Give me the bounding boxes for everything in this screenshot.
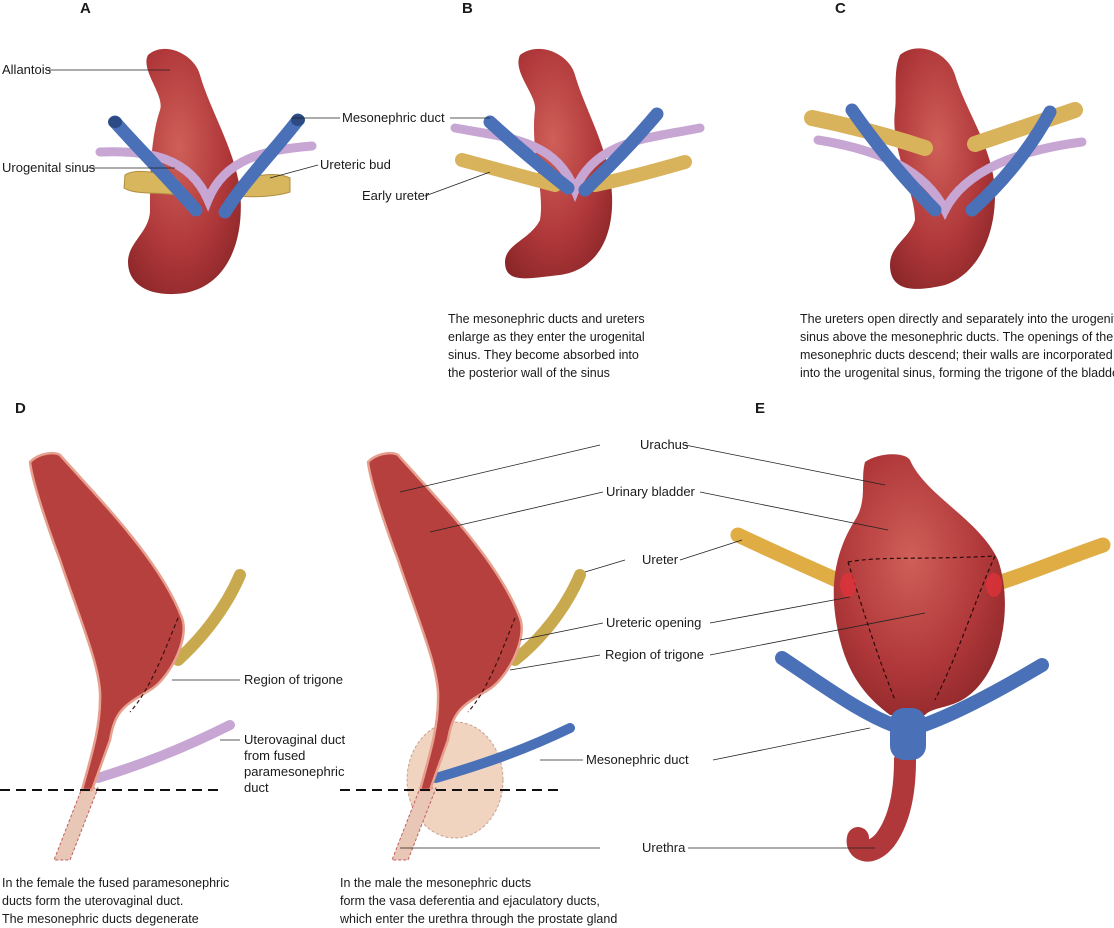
e-ureteric-opening-right xyxy=(986,573,1002,597)
leader-ureter xyxy=(584,539,743,573)
caption-d-male-line-2: form the vasa deferentia and ejaculatory… xyxy=(340,894,600,908)
caption-b-line-2: enlarge as they enter the urogenital xyxy=(448,330,645,344)
label-urethra: Urethra xyxy=(642,840,686,855)
caption-c-line-3: mesonephric ducts descend; their walls a… xyxy=(800,348,1113,362)
panel-b-mesonephric-left xyxy=(483,115,575,195)
caption-panel-d-male: In the male the mesonephric ducts form t… xyxy=(340,874,617,928)
panel-c-mesonephric-left xyxy=(845,103,942,217)
panel-letter-c: C xyxy=(835,0,846,17)
label-mesonephric-duct-top: Mesonephric duct xyxy=(342,110,445,125)
female-bladder xyxy=(28,452,185,792)
caption-d-female-line-1: In the female the fused paramesonephric xyxy=(2,876,230,890)
panel-letter-b: B xyxy=(462,0,473,17)
label-ureteric-opening: Ureteric opening xyxy=(606,615,702,630)
panel-b-drawing xyxy=(450,48,705,279)
uterovaginal-line-2: from fused xyxy=(244,748,306,763)
male-ureter xyxy=(509,569,586,666)
caption-panel-c: The ureters open directly and separately… xyxy=(800,310,1114,382)
panel-letter-d: D xyxy=(15,400,26,417)
label-uterovaginal-duct: Uterovaginal duct from fused paramesonep… xyxy=(244,732,345,796)
female-uterovaginal-duct xyxy=(93,720,235,783)
caption-d-male-line-1: In the male the mesonephric ducts xyxy=(340,876,532,890)
panel-c-drawing xyxy=(804,48,1087,289)
leader-urinary-bladder xyxy=(429,491,889,533)
caption-b-line-4: the posterior wall of the sinus xyxy=(448,366,610,380)
panel-c-bladder xyxy=(890,48,995,289)
panel-letter-a: A xyxy=(80,0,91,17)
leader-lines xyxy=(48,69,926,849)
label-mesonephric-duct-bottom: Mesonephric duct xyxy=(586,752,689,767)
panel-d-male-drawing xyxy=(366,452,586,861)
caption-d-male-line-3: which enter the urethra through the pros… xyxy=(340,912,618,926)
panel-letter-e: E xyxy=(755,400,766,417)
e-urethra xyxy=(846,749,916,862)
label-urachus: Urachus xyxy=(640,437,689,452)
caption-b-line-3: sinus. They become absorbed into xyxy=(448,348,639,362)
panel-a-drawing xyxy=(95,48,317,295)
panel-e-drawing xyxy=(730,454,1111,862)
leader-ureteric-opening xyxy=(519,596,851,641)
caption-panel-d-female: In the female the fused paramesonephric … xyxy=(2,874,229,928)
panel-c-ureter-right xyxy=(967,102,1083,152)
caption-d-female-line-2: ducts form the uterovaginal duct. xyxy=(2,894,184,908)
e-ureter-left xyxy=(730,527,856,593)
leader-early-ureter xyxy=(424,171,491,197)
female-ureter xyxy=(172,569,246,666)
caption-c-line-1: The ureters open directly and separately… xyxy=(800,312,1114,326)
e-ureteric-opening-left xyxy=(840,573,856,597)
male-mesonephric-duct xyxy=(431,723,575,783)
panel-d-female-drawing xyxy=(28,452,246,861)
label-ureter: Ureter xyxy=(642,552,679,567)
caption-b-line-1: The mesonephric ducts and ureters xyxy=(448,312,645,326)
leader-mesonephric-bottom xyxy=(540,727,871,761)
label-allantois: Allantois xyxy=(2,62,52,77)
leader-ureteric-bud xyxy=(269,164,319,179)
panel-c-mesonephric-right xyxy=(965,105,1057,217)
label-urinary-bladder: Urinary bladder xyxy=(606,484,695,499)
uterovaginal-line-4: duct xyxy=(244,780,269,795)
panel-b-mesonephric-right xyxy=(578,107,664,197)
label-urogenital-sinus: Urogenital sinus xyxy=(2,160,96,175)
leader-trigone-male xyxy=(509,612,926,671)
caption-c-line-2: sinus above the mesonephric ducts. The o… xyxy=(800,330,1114,344)
panel-a-mesonephric-right xyxy=(218,113,305,219)
panel-b-early-ureter-right xyxy=(588,155,692,192)
uterovaginal-line-3: paramesonephric xyxy=(244,764,345,779)
caption-c-line-4: into the urogenital sinus, forming the t… xyxy=(800,366,1114,380)
e-bladder xyxy=(833,454,1005,715)
male-bladder xyxy=(366,452,523,792)
caption-panel-b: The mesonephric ducts and ureters enlarg… xyxy=(448,310,645,382)
label-region-of-trigone-male: Region of trigone xyxy=(605,647,705,662)
leader-urachus xyxy=(399,444,886,493)
e-ureter-right xyxy=(984,537,1111,593)
uterovaginal-line-1: Uterovaginal duct xyxy=(244,732,346,747)
e-mesonephric-junction xyxy=(890,708,926,760)
caption-d-female-line-3: The mesonephric ducts degenerate xyxy=(2,912,199,926)
panel-a-mesonephric-left xyxy=(108,115,203,217)
label-ureteric-bud: Ureteric bud xyxy=(320,157,391,172)
panel-b-early-ureter-left xyxy=(455,153,562,192)
female-urethra xyxy=(53,787,99,861)
label-region-of-trigone-female: Region of trigone xyxy=(244,672,344,687)
label-early-ureter: Early ureter xyxy=(362,188,430,203)
